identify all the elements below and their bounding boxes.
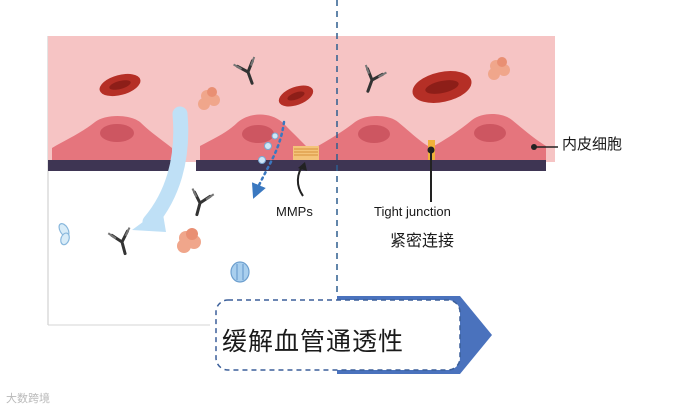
red-blood-cell-icon — [412, 71, 472, 103]
antibody-icon — [107, 227, 131, 256]
red-blood-cell-icon — [278, 85, 314, 107]
leaking-particles — [258, 132, 279, 164]
cell-nucleus — [100, 124, 134, 142]
cell-nucleus — [242, 125, 274, 143]
antibodies — [107, 56, 387, 256]
cell-nucleus — [358, 125, 390, 143]
antibody-icon — [233, 56, 256, 85]
banner-box — [215, 299, 461, 371]
proteins — [177, 57, 510, 253]
basement-membrane-right — [196, 160, 546, 171]
basement-membrane-left — [48, 160, 174, 171]
dotted-leak-arrow — [251, 120, 286, 199]
tight-junction-label: Tight junction — [374, 204, 451, 219]
leak-arrowhead — [132, 208, 166, 232]
red-blood-cell-icon — [99, 73, 141, 97]
banner-text: 缓解血管通透性 — [222, 327, 405, 356]
endothelial-cell-label: 内皮细胞 — [562, 135, 623, 153]
cell-nucleus — [474, 124, 506, 142]
protein-icon — [198, 87, 220, 110]
tight-junction-cn-label: 紧密连接 — [390, 231, 455, 250]
endothelial-cells — [52, 114, 546, 160]
extravasated-particles — [58, 223, 250, 283]
particle-icon — [230, 261, 250, 283]
antibody-icon — [364, 64, 387, 93]
red-blood-cells — [99, 71, 472, 107]
tight-junction-icon — [427, 140, 435, 160]
mmps-leader-arrowhead — [298, 162, 307, 171]
protein-icon — [488, 57, 510, 80]
mmps-label: MMPs — [276, 204, 313, 219]
antibody-icon — [191, 188, 215, 217]
mmp-patch — [293, 146, 319, 160]
protein-icon — [177, 228, 201, 253]
watermark: 大数跨境 — [6, 392, 50, 405]
particle-icon — [58, 223, 70, 246]
